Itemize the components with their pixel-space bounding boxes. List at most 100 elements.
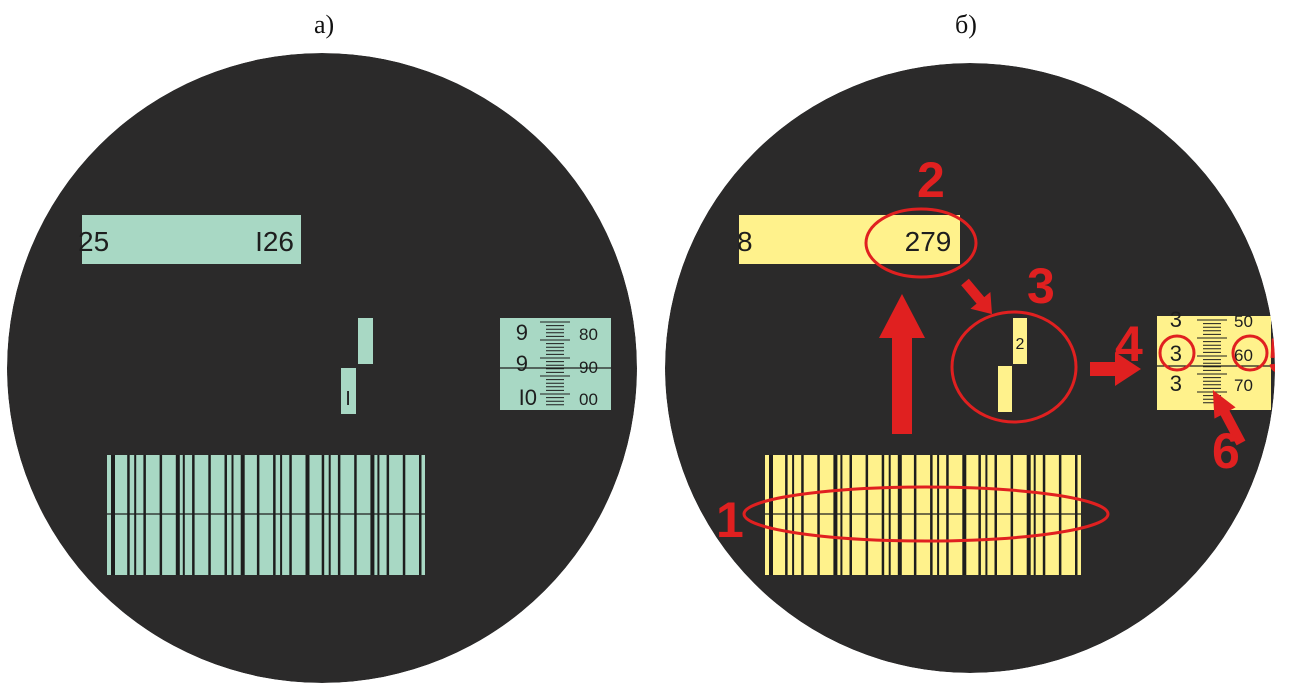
- marker-5: 5: [1268, 328, 1290, 384]
- bar-a-left-number: 25: [78, 226, 109, 257]
- bar-scale-stripe: [792, 455, 795, 575]
- bar-scale-stripe: [192, 455, 195, 575]
- bar-scale-stripe: [978, 455, 981, 575]
- bar-b-left-number: 8: [737, 226, 753, 257]
- highlight-circle-4: [1158, 334, 1196, 372]
- bar-scale-b: [765, 455, 1081, 575]
- scale-b-value-1: 50: [1234, 312, 1253, 331]
- marker-1: 1: [716, 492, 744, 548]
- main-scale-window-b: 8 279: [737, 215, 960, 264]
- bar-scale-stripe: [930, 455, 933, 575]
- bar-a-right-number: I26: [255, 226, 294, 257]
- scale-a-left-digit-1: 9: [516, 320, 528, 345]
- bar-scale-stripe: [888, 455, 891, 575]
- coincidence-a-digit: I: [345, 388, 351, 410]
- bar-scale-stripe: [370, 455, 375, 575]
- scale-b-value-3: 70: [1234, 376, 1253, 395]
- coincidence-window-a: I: [341, 318, 373, 414]
- bar-scale-stripe: [111, 455, 115, 575]
- bar-scale-stripe: [143, 455, 146, 575]
- bar-scale-stripe: [273, 455, 276, 575]
- bar-scale-stripe: [769, 455, 773, 575]
- panel-b: 8 279 2 3 3 3 50 60 70: [665, 63, 1290, 673]
- coincidence-a-lower: [341, 368, 356, 414]
- highlight-ellipse-3: [950, 310, 1078, 424]
- bar-scale-stripe: [419, 455, 422, 575]
- scale-b-value-2: 60: [1234, 346, 1253, 365]
- bar-scale-stripe: [833, 455, 838, 575]
- coincidence-b-lower: [998, 366, 1012, 412]
- bar-scale-a: [107, 455, 425, 575]
- bar-scale-stripe: [328, 455, 331, 575]
- arrow-6: [1212, 390, 1246, 446]
- bar-scale-stripe: [354, 455, 357, 575]
- scale-a-value-2: 90: [579, 358, 598, 377]
- bar-scale-stripe: [937, 455, 940, 575]
- bar-scale-stripe: [994, 455, 997, 575]
- coincidence-b-digit: 2: [1016, 336, 1025, 353]
- bar-scale-stripe: [402, 455, 406, 575]
- scale-b-left-digit-2: 3: [1170, 341, 1182, 366]
- bar-scale-stripe: [321, 455, 325, 575]
- coincidence-b-upper: [1013, 318, 1027, 364]
- bar-scale-stripe: [801, 455, 804, 575]
- bar-scale-stripe: [817, 455, 820, 575]
- bar-scale-stripe: [224, 455, 227, 575]
- scale-a-value-3: 00: [579, 390, 598, 409]
- arrow-3-to-4: [1090, 352, 1141, 386]
- bar-scale-stripe: [386, 455, 390, 575]
- bar-scale-stripe: [182, 455, 185, 575]
- bar-scale-stripe: [1075, 455, 1078, 575]
- coincidence-a-upper: [358, 318, 373, 364]
- scale-a-left-digit-3: I0: [519, 385, 537, 410]
- micrometer-scale-b: 3 3 3 50 60 70: [1157, 307, 1271, 410]
- bar-scale-stripe: [208, 455, 211, 575]
- scale-a-left-digit-2: 9: [516, 351, 528, 376]
- bar-scale-stripe: [127, 455, 130, 575]
- main-scale-window-a: 25 I26: [78, 215, 301, 264]
- highlight-ellipse-1: [742, 485, 1110, 543]
- highlight-circle-5: [1231, 334, 1269, 372]
- marker-3: 3: [1027, 258, 1055, 314]
- bar-scale-stripe: [1042, 455, 1046, 575]
- marker-4: 4: [1115, 316, 1143, 372]
- annotations-b: 1 2 3 4 5 6: [716, 152, 1290, 548]
- bar-scale-stripe: [1026, 455, 1031, 575]
- bar-b-right-number: 279: [905, 226, 952, 257]
- bar-scale-stripe: [865, 455, 869, 575]
- marker-2: 2: [917, 152, 945, 208]
- bar-scale-stripe: [913, 455, 917, 575]
- bar-scale-stripe: [305, 455, 310, 575]
- bar-scale-stripe: [240, 455, 245, 575]
- marker-6: 6: [1212, 423, 1240, 479]
- panel-a: 25 I26 I 9 9 I0 80 90 00: [7, 53, 637, 683]
- highlight-ellipse-2: [864, 207, 978, 279]
- micrometer-scale-a: 9 9 I0 80 90 00: [500, 318, 611, 410]
- bar-scale-stripe: [256, 455, 260, 575]
- arrow-2-to-3: [961, 278, 992, 315]
- scale-a-value-1: 80: [579, 325, 598, 344]
- bar-scale-stripe: [881, 455, 885, 575]
- bar-scale-stripe: [985, 455, 988, 575]
- bar-scale-stripe: [897, 455, 902, 575]
- coincidence-window-b: 2: [998, 318, 1027, 412]
- bar-scale-stripe: [1033, 455, 1036, 575]
- up-arrow: [879, 294, 925, 434]
- bar-scale-stripe: [1058, 455, 1062, 575]
- panel-b-label: б): [955, 10, 977, 39]
- bar-scale-stripe: [175, 455, 180, 575]
- scale-b-left-digit-3: 3: [1170, 371, 1182, 396]
- bar-scale-stripe: [231, 455, 234, 575]
- bar-scale-stripe: [159, 455, 163, 575]
- bar-scale-stripe: [289, 455, 292, 575]
- scale-b-left-digit-1: 3: [1170, 307, 1182, 332]
- bar-scale-stripe: [1010, 455, 1014, 575]
- bar-scale-stripe: [962, 455, 967, 575]
- bar-scale-stripe: [849, 455, 852, 575]
- panel-a-label: а): [314, 10, 335, 39]
- bar-scale-stripe: [280, 455, 283, 575]
- bar-scale-stripe: [377, 455, 380, 575]
- bar-scale-stripe: [134, 455, 137, 575]
- bar-scale-stripe: [785, 455, 788, 575]
